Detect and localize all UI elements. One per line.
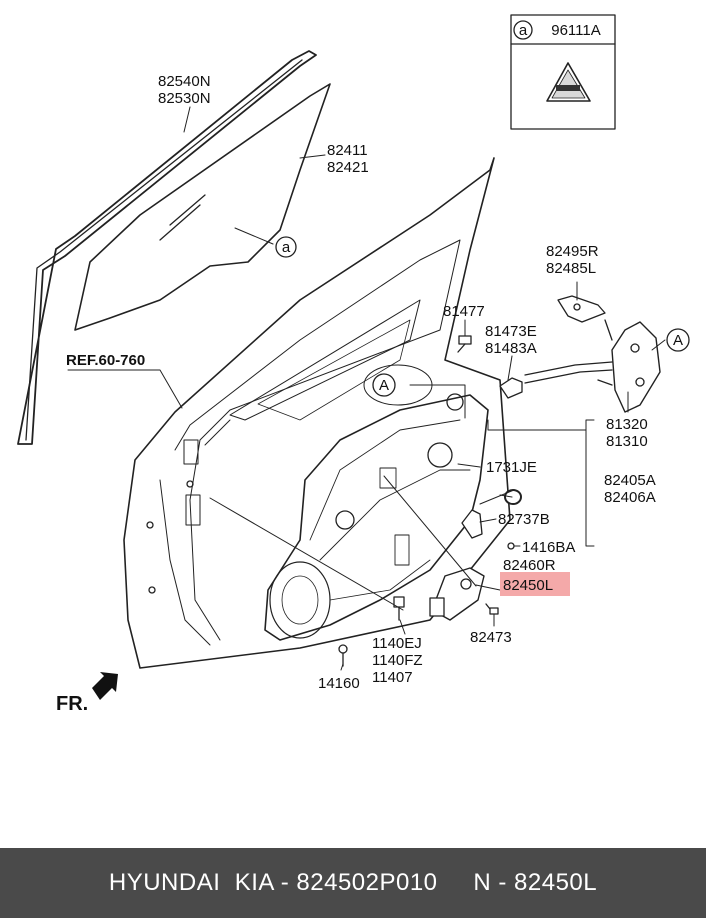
callout-box	[510, 14, 616, 130]
panel-marker-oval	[363, 364, 433, 406]
footer-ref: N - 82450L	[473, 869, 598, 896]
door-glass	[74, 83, 331, 331]
screw-1416BA	[507, 542, 515, 550]
regulator-panel	[264, 393, 489, 641]
label-plug: 14160	[318, 675, 360, 692]
label-bolt-81477: 81477	[443, 303, 485, 320]
panel-marker-circle	[372, 373, 396, 397]
label-regulator-1: 82405A	[604, 472, 656, 489]
leader-lines	[67, 106, 666, 671]
label-mounting-bolts-1: 1140EJ	[372, 635, 422, 652]
label-door-glass-2: 82421	[327, 159, 369, 176]
window-motor	[429, 567, 485, 621]
callout-part-number: 96111A	[551, 22, 601, 39]
glass-run-channel	[17, 50, 317, 445]
label-latch-2: 81310	[606, 433, 648, 450]
label-cable-1: 82495R	[546, 243, 599, 260]
label-glass-run-1: 82540N	[158, 73, 211, 90]
label-mounting-bolts-3: 11407	[372, 669, 413, 686]
label-glass-run-2: 82530N	[158, 90, 211, 107]
label-mounting-bolts-2: 1140FZ	[372, 652, 423, 669]
panel-marker-letter: A	[379, 377, 389, 394]
mounting-bolt	[393, 596, 405, 621]
label-screw: 1416BA	[522, 539, 575, 556]
part-number-footer: HYUNDAI KIA - 824502P010 N - 82450L	[0, 848, 706, 918]
label-clip-2: 81483A	[485, 340, 537, 357]
cable-bracket	[557, 295, 613, 341]
motor-bolt	[485, 603, 499, 615]
label-motor-lh: 82450L	[503, 577, 553, 594]
front-arrow-icon	[92, 672, 118, 700]
label-cable-2: 82485L	[546, 260, 596, 277]
label-regulator-2: 82406A	[604, 489, 656, 506]
latch-marker-circle	[666, 328, 690, 352]
label-direction: FR.	[56, 693, 88, 715]
label-grommet: 1731JE	[486, 459, 537, 476]
glass-marker-letter: a	[282, 239, 291, 256]
highlight-box	[500, 572, 570, 596]
bracket	[461, 509, 483, 539]
label-motor-rh: 82460R	[503, 557, 556, 574]
label-door-glass-1: 82411	[327, 142, 368, 159]
footer-brand: HYUNDAI KIA - 824502P010	[108, 869, 438, 896]
clip	[499, 377, 523, 399]
callout-letter: a	[519, 22, 528, 39]
label-latch-1: 81320	[606, 416, 648, 433]
label-motor-bolt: 82473	[470, 629, 512, 646]
glass-marker-circle	[275, 236, 297, 258]
label-reference: REF.60-760	[66, 352, 145, 369]
plug	[338, 644, 348, 667]
parts-diagram: a 96111A 82540N 82530N 82411 82421 a REF…	[17, 14, 690, 715]
latch-marker-letter: A	[673, 332, 683, 349]
bolt-81477	[457, 335, 472, 353]
grommet	[504, 489, 522, 505]
label-clip-1: 81473E	[485, 323, 537, 340]
label-bracket: 82737B	[498, 511, 550, 528]
door-latch	[524, 321, 661, 413]
